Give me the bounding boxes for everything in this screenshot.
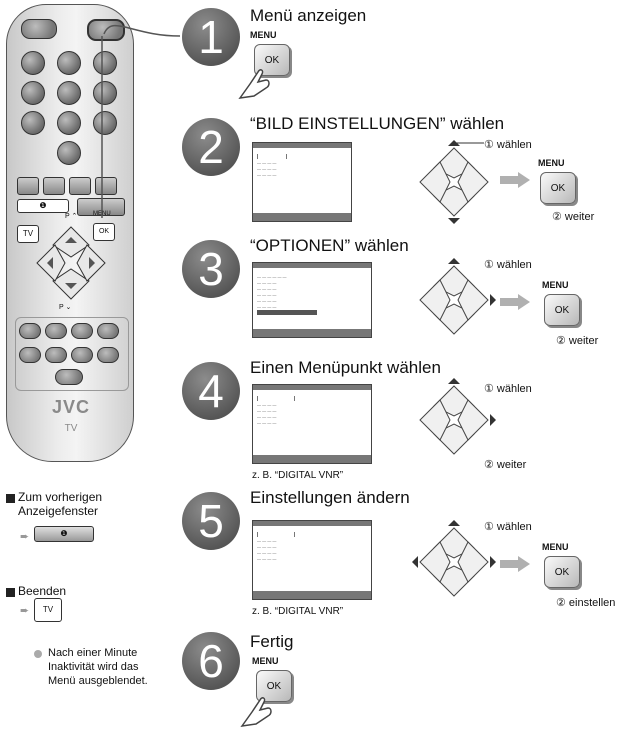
step-4-example: z. B. “DIGITAL VNR” [252, 470, 344, 481]
remote-control: ❶ TV MENU OK P ⌃ P ⌄ JVC TV [6, 4, 134, 462]
hand-pointer-icon [240, 697, 272, 727]
remote-digit-button[interactable] [21, 111, 45, 135]
remote-tv-label: TV [64, 423, 78, 434]
remote-vcr-button[interactable] [97, 323, 119, 339]
remote-info-button[interactable]: ❶ [17, 199, 69, 213]
remote-brand-logo: JVC [51, 397, 90, 417]
arrow-right-icon [500, 556, 530, 572]
remote-vcr-button[interactable] [19, 323, 41, 339]
step-5-ok-button[interactable]: OK [544, 556, 580, 588]
remote-digit-button[interactable] [57, 111, 81, 135]
step-5-example: z. B. “DIGITAL VNR” [252, 606, 344, 617]
tv-button[interactable]: TV [34, 598, 62, 622]
remote-sound-button[interactable] [55, 369, 83, 385]
remote-vcr-button[interactable] [97, 347, 119, 363]
step-2-title: “BILD EINSTELLUNGEN” wählen [250, 114, 505, 133]
remote-digit-button[interactable] [57, 51, 81, 75]
remote-p-up-label: P ⌃ [65, 213, 78, 220]
step-6-menu-label: MENU [252, 656, 279, 666]
step-4-title: Einen Menüpunkt wählen [250, 358, 441, 377]
remote-dpad[interactable] [33, 223, 109, 303]
step-3-menu-label: MENU [542, 280, 569, 290]
step-5-menu-label: MENU [542, 542, 569, 552]
step-2-dpad[interactable] [412, 140, 496, 224]
step-5-title: Einstellungen ändern [250, 488, 410, 507]
remote-digit-button[interactable] [21, 81, 45, 105]
timeout-note: Nach einer Minute Inaktivität wird das M… [48, 647, 148, 687]
step-4-next-label: ② weiter [484, 459, 527, 471]
bullet-square-icon [6, 588, 15, 597]
step-6-ok-button[interactable]: OK [256, 670, 292, 702]
remote-vcr-button[interactable] [45, 347, 67, 363]
step-2-number: 2 [182, 118, 240, 176]
remote-digit-button[interactable] [93, 51, 117, 75]
step-2-next-label: ② weiter [552, 211, 595, 223]
remote-vcr-button[interactable] [71, 347, 93, 363]
remote-digit-button[interactable] [93, 111, 117, 135]
remote-tv-button[interactable]: TV [17, 225, 39, 243]
step-3-select-label: ① wählen [484, 259, 532, 271]
exit-note: Beenden [18, 584, 67, 598]
remote-text-button[interactable] [77, 198, 125, 216]
remote-color-button[interactable] [17, 177, 39, 195]
step-4-screen-menu: — — — —— — — —— — — —— — — — [252, 384, 372, 464]
arrow-right-icon: ➨ [20, 531, 30, 543]
remote-digit-button[interactable] [57, 81, 81, 105]
remote-top-left-button[interactable] [21, 19, 57, 39]
step-3-next-label: ② weiter [556, 335, 599, 347]
hand-pointer-icon [238, 69, 270, 99]
remote-digit-button[interactable] [21, 51, 45, 75]
remote-vcr-button[interactable] [19, 347, 41, 363]
step-3-screen-menu: — — — — — —— — — —— — — — — — — —— — — —… [252, 262, 372, 338]
bullet-square-icon [6, 494, 15, 503]
step-2-select-label: ① wählen [484, 139, 532, 151]
step-5-select-label: ① wählen [484, 521, 532, 533]
info-button[interactable]: ❶ [34, 526, 94, 542]
step-3-dpad[interactable] [412, 258, 496, 342]
step-4-number: 4 [182, 362, 240, 420]
step-6-title: Fertig [250, 632, 294, 651]
bullet-dot-icon [34, 650, 42, 658]
step-1-number: 1 [182, 8, 240, 66]
remote-ok-button[interactable]: OK [93, 223, 115, 241]
arrow-right-icon [500, 172, 530, 188]
step-5-dpad[interactable] [412, 520, 496, 604]
remote-vcr-button[interactable] [71, 323, 93, 339]
select-pointer-line [454, 142, 484, 144]
remote-color-button[interactable] [95, 177, 117, 195]
arrow-right-icon [500, 294, 530, 310]
step-5-number: 5 [182, 492, 240, 550]
step-5-screen-menu: — — — —— — — —— — — —— — — — [252, 520, 372, 600]
step-2-screen-menu: — — — —— — — —— — — — [252, 142, 352, 222]
remote-p-down-label: P ⌄ [59, 304, 72, 311]
back-note: Zum vorherigen Anzeigefenster [18, 490, 103, 518]
step-1-title: Menü anzeigen [250, 6, 367, 25]
remote-color-button[interactable] [43, 177, 65, 195]
remote-color-button[interactable] [69, 177, 91, 195]
step-1-menu-label: MENU [250, 30, 277, 40]
step-2-menu-label: MENU [538, 158, 565, 168]
step-3-number: 3 [182, 240, 240, 298]
step-2-ok-button[interactable]: OK [540, 172, 576, 204]
arrow-right-icon: ➨ [20, 605, 30, 617]
step-4-dpad[interactable] [412, 378, 496, 462]
step-6-number: 6 [182, 632, 240, 690]
step-3-title: “OPTIONEN” wählen [250, 236, 409, 255]
remote-digit-button[interactable] [93, 81, 117, 105]
step-3-ok-button[interactable]: OK [544, 294, 580, 326]
step-4-select-label: ① wählen [484, 383, 532, 395]
remote-digit-button[interactable] [57, 141, 81, 165]
remote-vcr-button[interactable] [45, 323, 67, 339]
step-5-set-label: ② einstellen [556, 597, 616, 609]
